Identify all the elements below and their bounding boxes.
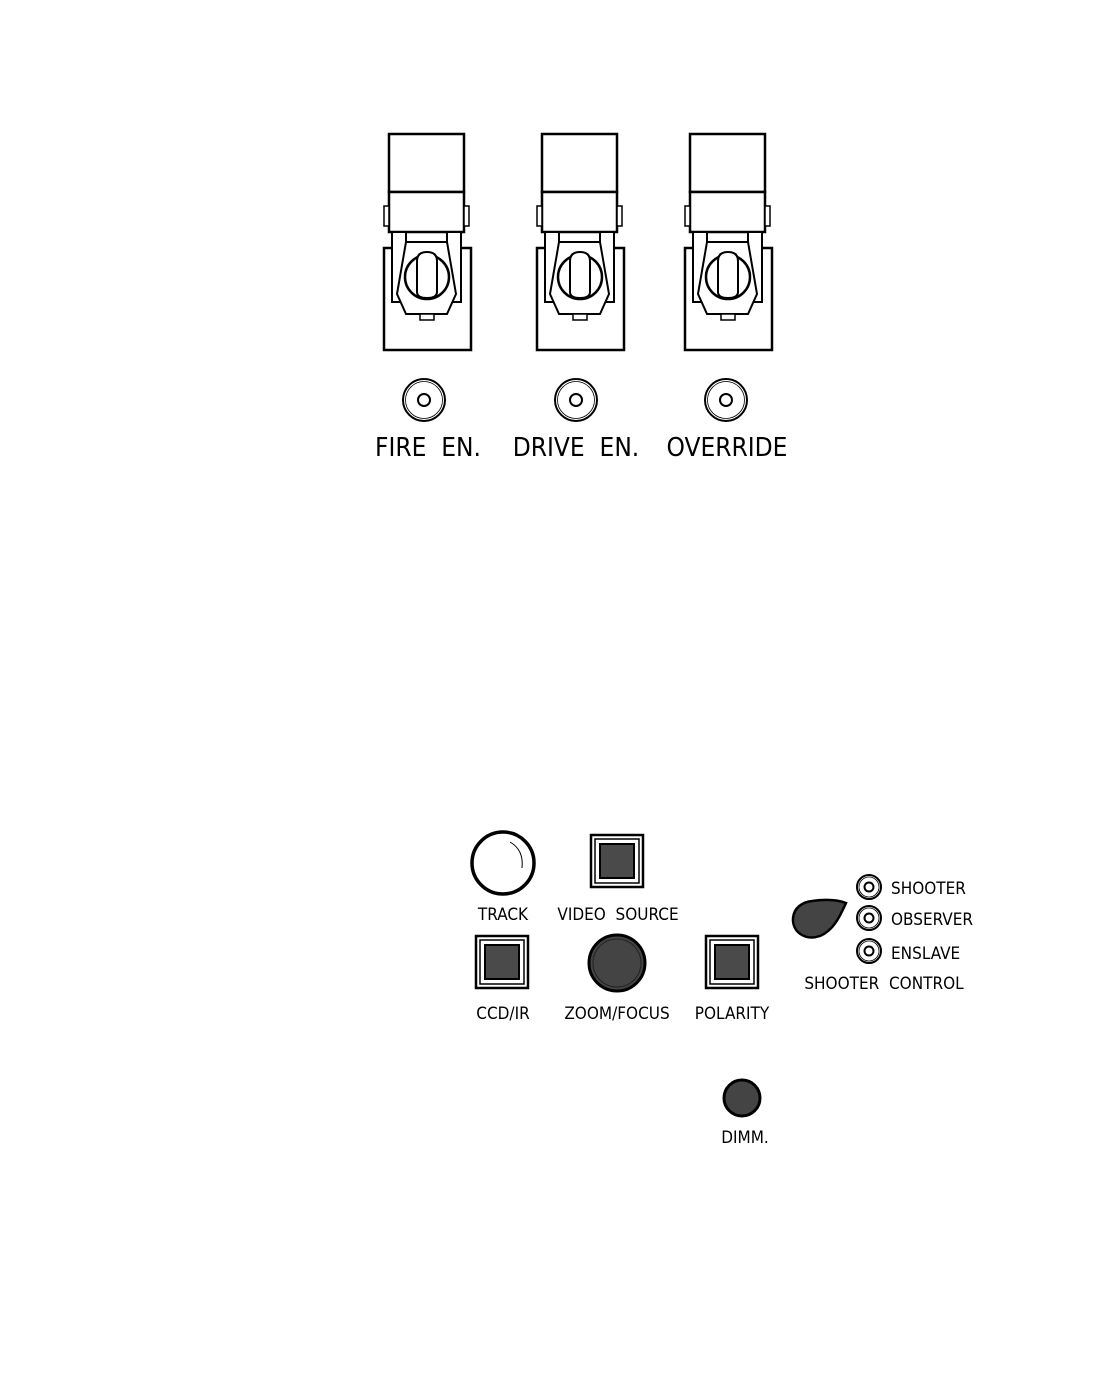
observer-position-label: OBSERVER [891,910,973,930]
zoom-focus-label: ZOOM/FOCUS [564,1004,669,1024]
round-pushbutton-icon[interactable] [470,830,536,896]
rotary-knob-icon[interactable] [722,1078,762,1118]
ccd-ir-button[interactable]: CCD/IR [474,934,530,1024]
square-pushbutton-icon[interactable] [704,934,760,990]
indicator-lamp-icon [402,378,446,422]
indicator-lamp-icon [704,378,748,422]
shooter-position-label: SHOOTER [891,879,966,899]
position-lamp-icon [856,874,882,900]
override-switch[interactable]: OVERRIDE [667,132,788,463]
shooter-control-selector[interactable]: SHOOTER OBSERVER ENSLAVE SHOOTER CONTROL [791,874,973,994]
override-label: OVERRIDE [667,433,788,463]
shooter-control-label: SHOOTER CONTROL [804,974,964,994]
dimm-knob[interactable]: DIMM. [721,1078,769,1148]
fire-enable-label: FIRE EN. [375,433,481,463]
drive-enable-switch[interactable]: DRIVE EN. [513,132,639,463]
square-pushbutton-icon[interactable] [589,833,645,889]
square-pushbutton-icon[interactable] [474,934,530,990]
guarded-toggle-switch-icon[interactable] [535,132,626,352]
guarded-toggle-switch-icon[interactable] [382,132,473,352]
track-button[interactable]: TRACK [470,830,536,925]
enslave-position-label: ENSLAVE [891,944,960,964]
enslave-position[interactable]: ENSLAVE [856,938,960,964]
polarity-label: POLARITY [695,1004,770,1024]
position-lamp-icon [856,905,882,931]
dimm-label: DIMM. [721,1128,769,1148]
shooter-position[interactable]: SHOOTER [856,874,966,900]
observer-position[interactable]: OBSERVER [856,905,973,931]
position-lamp-icon [856,938,882,964]
zoom-focus-knob[interactable]: ZOOM/FOCUS [564,933,670,1024]
guarded-toggle-switch-icon[interactable] [683,132,774,352]
track-label: TRACK [477,905,529,925]
video-source-button[interactable]: VIDEO SOURCE [557,833,679,925]
rotary-selector-icon[interactable] [791,898,848,939]
polarity-button[interactable]: POLARITY [695,934,770,1024]
rotary-knob-icon[interactable] [587,933,647,993]
drive-enable-label: DRIVE EN. [513,433,639,463]
indicator-lamp-icon [554,378,598,422]
fire-enable-switch[interactable]: FIRE EN. [375,132,481,463]
ccd-ir-label: CCD/IR [476,1004,530,1024]
video-source-label: VIDEO SOURCE [557,905,678,925]
